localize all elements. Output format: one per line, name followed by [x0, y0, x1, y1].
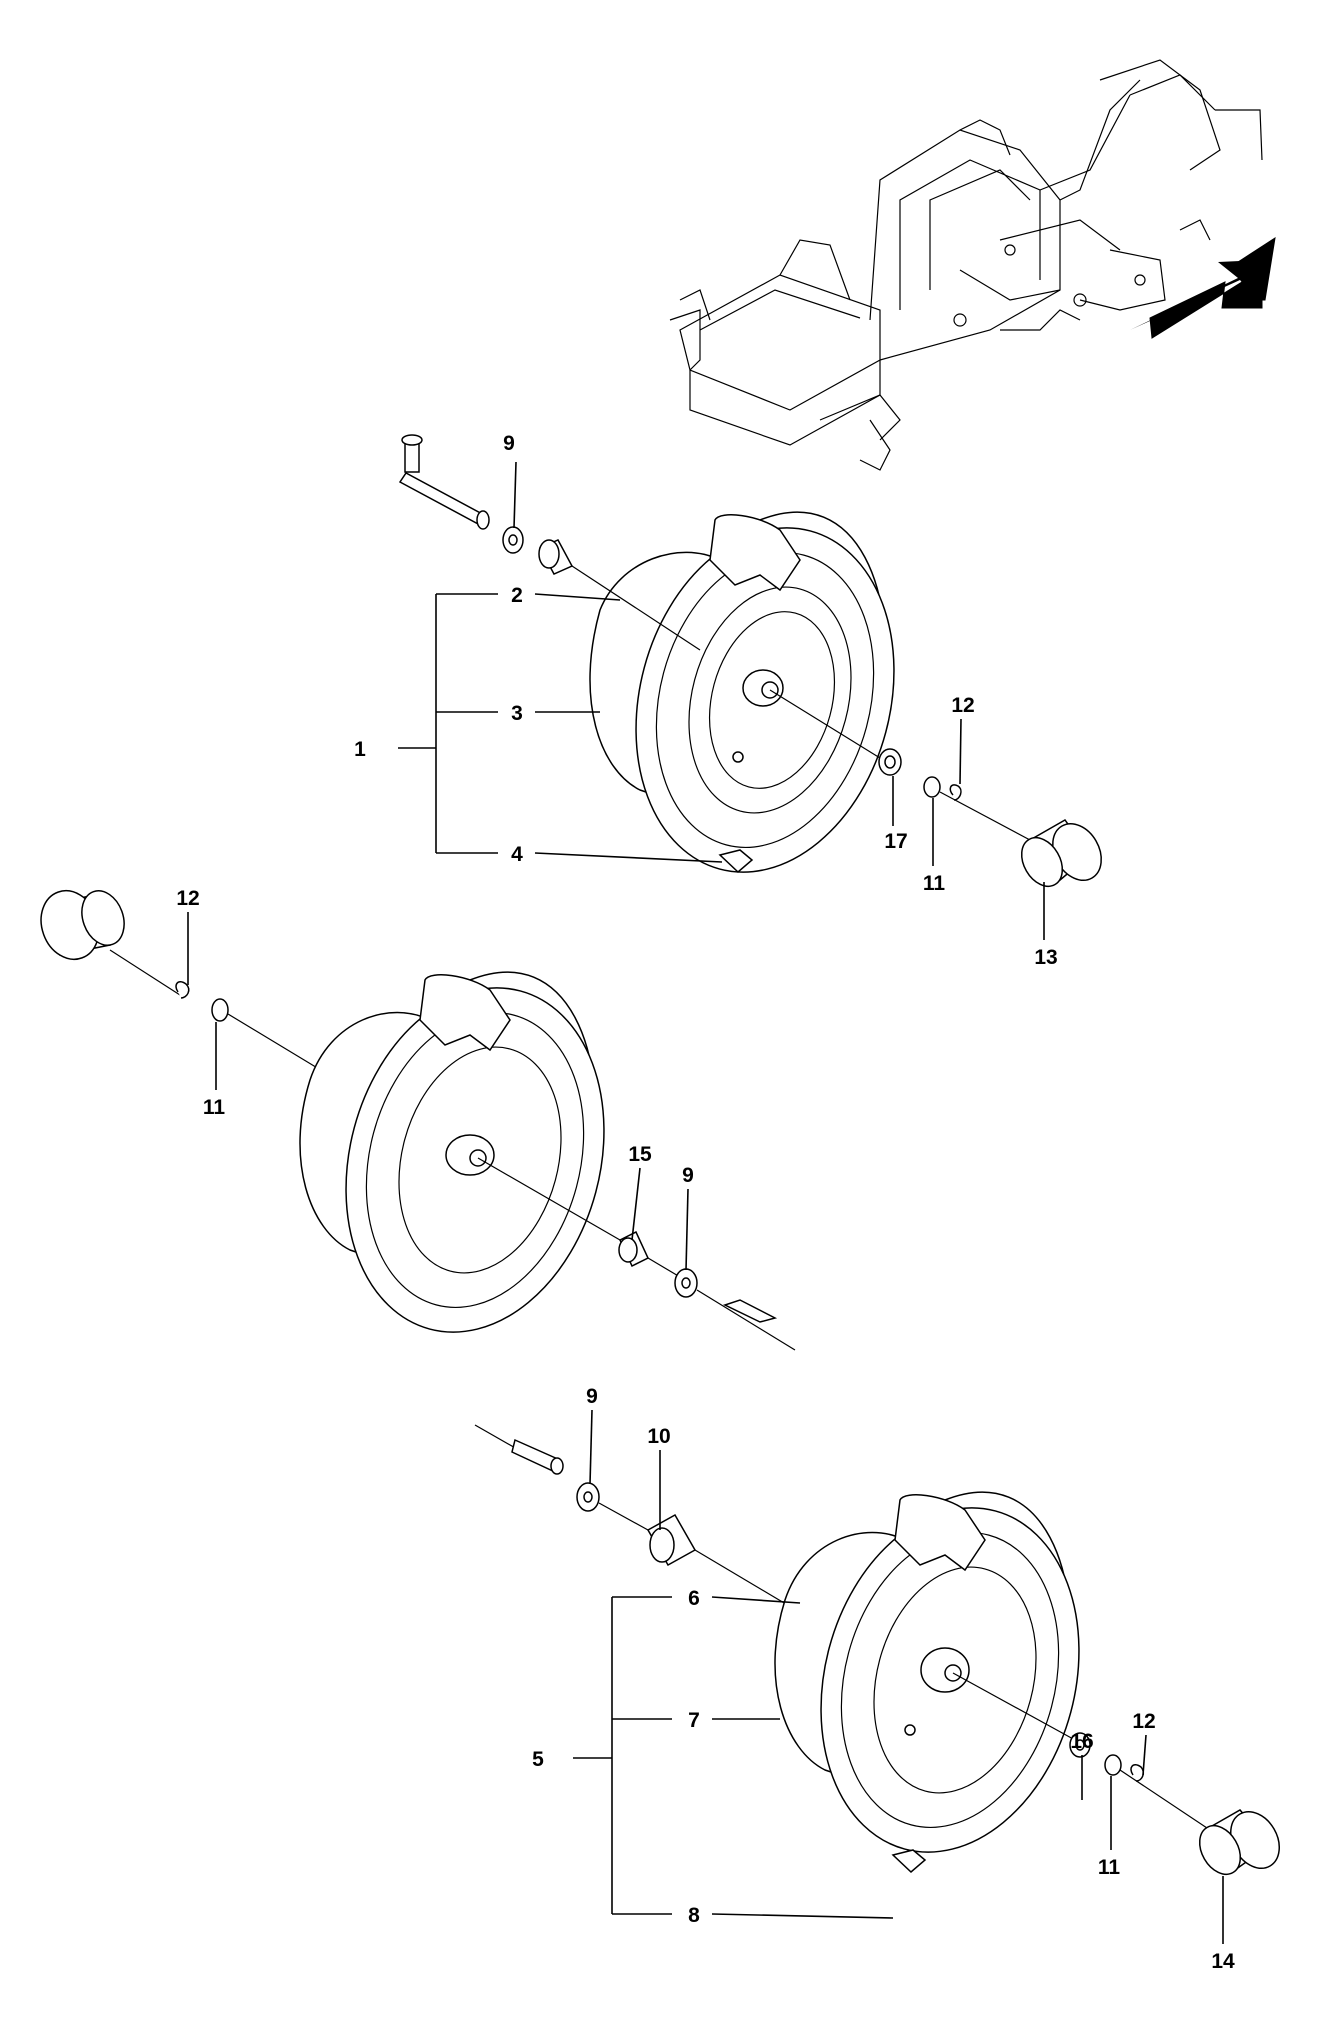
- hub-cap-14: [1198, 1809, 1280, 1875]
- callout-12b: 12: [176, 887, 199, 910]
- spacer-15: [618, 1230, 649, 1268]
- washer-11a: [923, 776, 941, 798]
- callout-14: 14: [1211, 1950, 1235, 1973]
- wheel-tire-2: [299, 971, 605, 1333]
- valve-stem-8: [891, 1849, 927, 1874]
- spacer-17: [878, 748, 902, 776]
- clip-12a: [949, 784, 962, 801]
- hub-cap-left: [40, 889, 125, 961]
- callout-10: 10: [647, 1425, 670, 1448]
- clip-12b: [175, 980, 190, 999]
- leader-lines: [187, 461, 1224, 1944]
- axle-pin: [398, 434, 490, 530]
- wheel-tire-1: [589, 511, 895, 873]
- wheel-assembly-3: [474, 1424, 1280, 1875]
- hub-cap-13: [1020, 819, 1102, 887]
- callout-15: 15: [628, 1143, 652, 1166]
- callout-17: 17: [884, 830, 907, 853]
- callout-9a: 9: [503, 432, 515, 455]
- callout-13: 13: [1034, 946, 1057, 969]
- callout-7: 7: [688, 1709, 700, 1732]
- callout-12a: 12: [951, 694, 974, 717]
- callout-9b: 9: [682, 1164, 694, 1187]
- bushing-top: [538, 539, 574, 575]
- callout-16: 16: [1070, 1730, 1093, 1753]
- axle-pin-3: [511, 1438, 564, 1475]
- valve-stem-4: [718, 849, 754, 874]
- callout-1: 1: [354, 738, 366, 761]
- callout-labels: 9 2 3 1 4 12 17 11 13 12 11 15 9 9 10 6 …: [176, 432, 1235, 1973]
- callout-3: 3: [511, 702, 523, 725]
- callout-4: 4: [511, 843, 523, 866]
- spacer-10: [646, 1513, 697, 1567]
- clip-12c: [1130, 1763, 1144, 1782]
- callout-9c: 9: [586, 1385, 598, 1408]
- callout-6: 6: [688, 1587, 700, 1610]
- callout-11c: 11: [1098, 1856, 1121, 1879]
- callout-12c: 12: [1132, 1710, 1155, 1733]
- wheel-assembly-2: [40, 889, 796, 1351]
- callout-8: 8: [688, 1904, 700, 1927]
- callout-5: 5: [532, 1748, 544, 1771]
- washer-11b: [211, 998, 229, 1022]
- callout-11b: 11: [203, 1096, 226, 1119]
- tractor-frame-overview: [669, 59, 1263, 471]
- direction-arrow-icon-head: [1130, 260, 1262, 330]
- axle-pin-2: [723, 1299, 778, 1323]
- washer-11c: [1104, 1754, 1122, 1776]
- spacer-16: [1069, 1732, 1091, 1758]
- callout-11a: 11: [923, 872, 946, 895]
- wheel-assembly-1: [398, 434, 1102, 887]
- wheel-tire-3: [774, 1491, 1080, 1853]
- callout-2: 2: [511, 584, 523, 607]
- direction-arrow-icon: [1149, 236, 1276, 339]
